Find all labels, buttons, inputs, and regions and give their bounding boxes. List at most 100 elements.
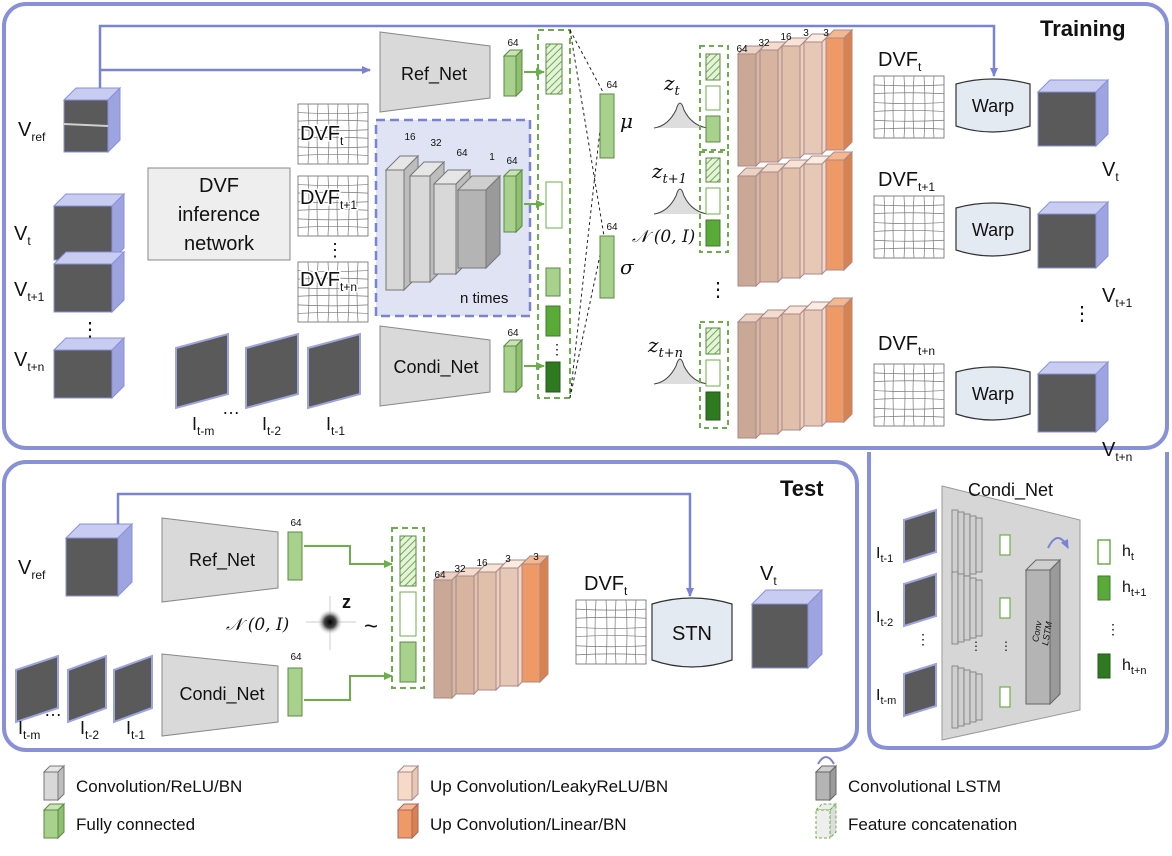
gaussian-tn <box>653 358 709 385</box>
mu-symbol: μ <box>620 109 633 133</box>
z-t1-label: zt+1 <box>651 159 687 187</box>
test-v-ref-label: Vref <box>18 557 46 582</box>
test-frame-t2-label: It-2 <box>80 718 99 742</box>
training-title: Training <box>1040 16 1126 41</box>
gaussian-t <box>653 102 709 129</box>
test-ref-net <box>161 517 279 603</box>
test-dec-width-32: 32 <box>454 564 466 575</box>
out-vt-volume <box>1036 78 1110 148</box>
enc-width-64: 64 <box>456 148 468 159</box>
condi-detail-title: Condi_Net <box>968 480 1053 501</box>
test-vref-to-stn-arrow <box>116 492 694 597</box>
normal-dist-label: 𝒩 (0, 𝐼) <box>632 227 695 247</box>
dvf-output-grids <box>873 75 945 427</box>
condi-detail-conv-stacks: ⋮⋮ <box>951 509 1012 729</box>
conv-slab <box>969 515 977 575</box>
warp-t1 <box>955 202 1031 257</box>
dvf-grid-lines <box>575 599 647 665</box>
test-normal-label: 𝒩 (0, 𝐼) <box>226 615 289 635</box>
test-tilde: ~ <box>364 613 378 640</box>
encoder-conv-blocks <box>384 154 524 292</box>
legend-concat-swatch <box>814 802 838 840</box>
v-t1-volume <box>52 250 126 314</box>
concat-green-block-1 <box>545 267 561 297</box>
conv-stack-vdots: ⋮ <box>970 639 982 653</box>
mu-fc <box>599 93 615 159</box>
frame-t2 <box>245 332 299 410</box>
conv-slab <box>963 513 971 577</box>
legend-convlstm-swatch <box>814 756 838 802</box>
enc-block-1 <box>456 174 502 270</box>
v-vdots: ⋮ <box>80 319 100 341</box>
enc-fc-64 <box>502 168 524 234</box>
test-stn-label: STN <box>672 623 712 645</box>
latent-concat-tn <box>699 321 729 429</box>
ref-fc-64-label: 64 <box>507 38 519 49</box>
conv-slab <box>951 509 959 581</box>
conv-slab <box>957 511 965 579</box>
training-condi-net <box>379 325 491 407</box>
dvf-in-t-label: DVFt <box>300 123 344 148</box>
dvf-inference-network <box>147 167 291 261</box>
dvf-in-tn-label: DVFt+n <box>300 269 357 294</box>
test-frame-tm-label: It-m <box>18 718 40 742</box>
h-vdots: ⋮ <box>1106 621 1120 637</box>
out-vt-label: Vt <box>1102 159 1119 184</box>
test-dec-width-16: 16 <box>476 558 488 569</box>
legend-concat-label: Feature concatenation <box>848 815 1017 834</box>
conv-slab <box>969 671 977 723</box>
z-tn-label: zt+n <box>647 333 683 361</box>
v-ref-volume <box>62 86 122 154</box>
test-title: Test <box>780 476 824 501</box>
latent-concat-t <box>699 45 729 151</box>
conv-slab <box>957 667 965 727</box>
test-decoder <box>432 554 550 700</box>
decoder-block <box>824 296 854 424</box>
v-ref-label: Vref <box>18 119 46 144</box>
out-vt1-label: Vt+1 <box>1102 285 1133 310</box>
condi-detail-frame-vdots: ⋮ <box>916 631 930 647</box>
dvf-grid-lines <box>873 195 945 259</box>
dvf-out-tn-label: DVFt+n <box>878 333 935 358</box>
test-dec-width-3b: 3 <box>533 552 539 563</box>
conv-fc-output <box>999 686 1011 708</box>
dvf-network-label-1: DVF <box>199 175 239 197</box>
v-t-volume <box>52 192 126 262</box>
legend-upconv-leaky-swatch <box>396 764 420 802</box>
conv-lstm-label-2: LSTM <box>1040 620 1054 646</box>
h-t-label: ht <box>1122 543 1134 563</box>
z-t-label: zt <box>663 71 681 99</box>
frame-tm <box>175 332 229 410</box>
condi-fc-64-label: 64 <box>507 328 519 339</box>
test-dec-width-3a: 3 <box>505 554 511 565</box>
h-t1-label: ht+1 <box>1122 579 1147 599</box>
enc-width-1: 1 <box>489 152 495 163</box>
concat-green-block-2 <box>545 305 561 337</box>
conv-slab <box>963 669 971 725</box>
test-ref-fc-64 <box>287 531 303 581</box>
training-frame <box>2 2 1169 450</box>
dvf-grid-lines <box>873 75 945 139</box>
out-vdots: ⋮ <box>1072 303 1092 325</box>
out-vtn-volume <box>1036 360 1110 434</box>
test-condi-fc-64 <box>287 667 303 717</box>
legend-fc-label: Fully connected <box>76 815 195 834</box>
dvf-grid-lines <box>873 363 945 427</box>
h-tn-label: ht+n <box>1122 657 1147 677</box>
v-tn-volume <box>52 336 126 400</box>
condi-detail-frames <box>903 508 937 718</box>
test-condi-net <box>161 653 279 737</box>
dvf-grid-lines <box>297 103 369 165</box>
decoder-t <box>736 28 854 168</box>
latent-concat-t1 <box>699 151 729 253</box>
legend-conv-label: Convolution/ReLU/BN <box>76 777 242 796</box>
test-out-label: Vt <box>760 563 777 588</box>
training-concat-box <box>537 29 571 399</box>
conv-slab <box>963 575 971 641</box>
dvf-in-vdots: ⋮ <box>326 240 344 260</box>
legend-upconv-linear-label: Up Convolution/Linear/BN <box>430 815 627 834</box>
test-dvf-label: DVFt <box>584 573 628 598</box>
out-vt1-volume <box>1036 200 1110 270</box>
conv-slab <box>951 665 959 729</box>
